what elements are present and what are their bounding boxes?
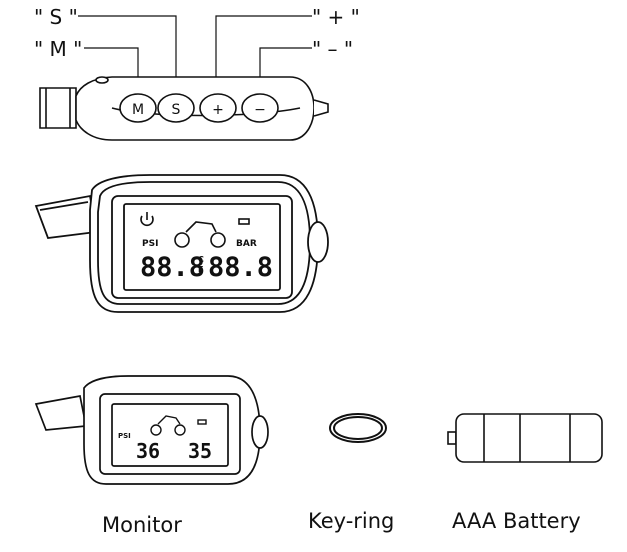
- button-plus-label: +: [212, 102, 224, 118]
- button-minus-label: −: [254, 102, 266, 118]
- keyring-inner: [333, 416, 383, 440]
- button-m-label: M: [132, 102, 144, 118]
- remote-side-ring-loop: [39, 87, 77, 129]
- small-motorcycle-front-wheel: [150, 424, 162, 436]
- monitor-front-small: [34, 375, 269, 485]
- monitor-front-large: [34, 174, 329, 313]
- callout-plus-label: " + ": [312, 5, 360, 29]
- button-s[interactable]: [157, 93, 195, 123]
- large-psi-label: PSI: [142, 239, 158, 249]
- small-left-readout: 36: [136, 439, 160, 463]
- remote-side-nose: [313, 99, 329, 117]
- large-keyring-tab-edge: [39, 201, 89, 211]
- battery-body: [455, 413, 603, 463]
- caption-monitor: Monitor: [102, 513, 182, 537]
- small-right-nub: [251, 415, 269, 449]
- remote-side-buttons: [119, 93, 279, 123]
- motorcycle-icon-front-wheel: [174, 232, 190, 248]
- large-right-nub: [307, 221, 329, 263]
- keyring-illustration: [329, 413, 387, 443]
- small-keyring-tab: [34, 395, 88, 431]
- battery-illustration: [447, 413, 603, 463]
- small-right-readout: 35: [188, 439, 212, 463]
- motorcycle-icon-rear-wheel: [210, 232, 226, 248]
- leader-s: [78, 15, 177, 93]
- button-s-label: S: [172, 102, 181, 118]
- leader-plus: [215, 15, 312, 93]
- button-plus[interactable]: [199, 93, 237, 123]
- small-motorcycle-rear-wheel: [174, 424, 186, 436]
- small-psi-label: PSI: [118, 432, 131, 440]
- remote-side-notch: [95, 76, 109, 84]
- button-m[interactable]: [119, 93, 157, 123]
- caption-keyring: Key-ring: [308, 509, 394, 533]
- remote-side-view: [39, 76, 329, 141]
- battery-terminal: [447, 431, 457, 445]
- callout-s-label: " S ": [34, 5, 78, 29]
- motorcycle-icon-body: [185, 221, 217, 233]
- battery-level-icon: [238, 218, 250, 225]
- keyring-outer: [329, 413, 387, 443]
- power-icon: [140, 215, 154, 227]
- large-unit-f: F: [198, 265, 203, 274]
- caption-battery: AAA Battery: [452, 509, 581, 533]
- small-motorcycle-body: [157, 415, 181, 425]
- small-lcd-icons: [150, 415, 207, 436]
- button-minus[interactable]: [241, 93, 279, 123]
- large-unit-c: C: [198, 255, 204, 264]
- large-lcd-screen: [123, 203, 281, 291]
- callout-m-label: " M ": [34, 37, 82, 61]
- callout-minus-label: " – ": [312, 37, 353, 61]
- large-lcd-icons: [140, 212, 250, 248]
- small-battery-level-icon: [197, 419, 207, 425]
- large-left-readout: 88.8: [140, 252, 205, 283]
- large-right-readout: 88.8: [208, 252, 273, 283]
- large-bar-label: BAR: [236, 239, 257, 249]
